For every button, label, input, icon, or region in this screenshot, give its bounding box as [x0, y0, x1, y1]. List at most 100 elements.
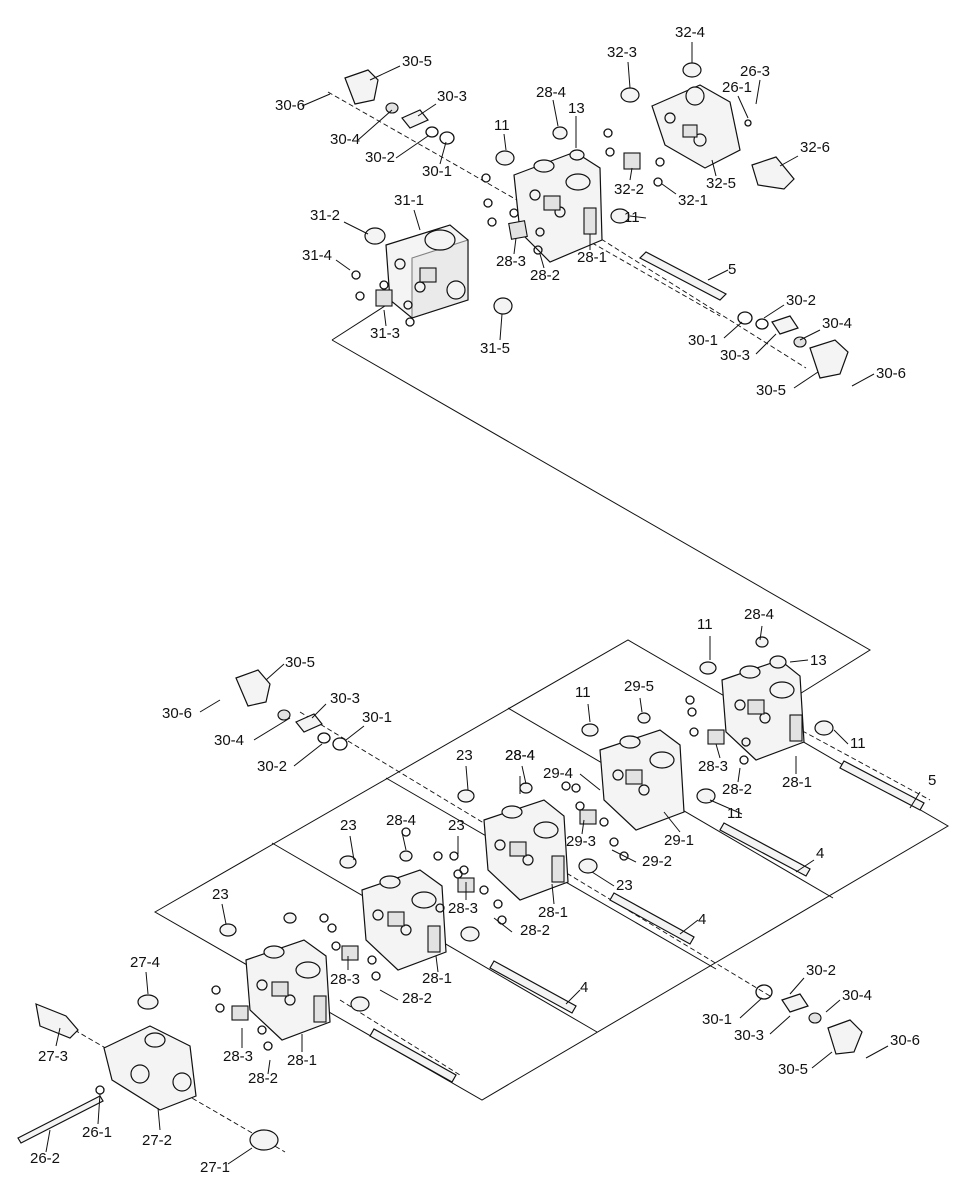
part-label: 4: [580, 979, 588, 996]
leader-line: [267, 1059, 271, 1075]
leader-line: [799, 329, 821, 341]
leader-line: [227, 1147, 253, 1165]
leader-line: [789, 659, 809, 663]
part-label: 31-4: [302, 247, 332, 264]
o-ring: [215, 1003, 225, 1013]
leader-line: [579, 773, 601, 791]
part-label: 4: [816, 845, 824, 862]
part-label: 30-2: [786, 292, 816, 309]
leader-line: [349, 835, 355, 861]
part-label: 28-1: [287, 1052, 317, 1069]
part-label: 28-3: [330, 971, 360, 988]
part-label: 28-2: [722, 781, 752, 798]
o-ring: [685, 695, 695, 705]
part-label: 26-1: [82, 1124, 112, 1141]
part-label: 32-6: [800, 139, 830, 156]
part-label: 13: [568, 100, 585, 117]
o-ring: [435, 903, 445, 913]
end-block-27-2: [103, 1025, 197, 1111]
part-label: 27-1: [200, 1159, 230, 1176]
leader-line: [661, 183, 677, 195]
part-label: 11: [850, 735, 866, 752]
bottom-section-29-1: [599, 729, 685, 831]
part-label: 32-3: [607, 44, 637, 61]
leader-line: [503, 133, 507, 151]
part-label: 29-1: [664, 832, 694, 849]
part-label: 31-5: [480, 340, 510, 357]
part-label: 32-4: [675, 24, 705, 41]
o-ring: [401, 827, 411, 837]
leader-line: [157, 1107, 161, 1131]
part-label: 28-3: [698, 758, 728, 775]
leader-line: [221, 903, 227, 925]
part-label: 5: [928, 772, 936, 789]
part-label: 23: [456, 747, 473, 764]
part-label: 11: [494, 117, 510, 134]
leader-line: [357, 109, 393, 141]
part-label: 31-1: [394, 192, 424, 209]
part-label: 5: [728, 261, 736, 278]
leader-line: [565, 989, 581, 1005]
part-label: 26-1: [722, 79, 752, 96]
leader-line: [369, 65, 401, 81]
leader-line: [755, 333, 777, 355]
o-ring: [609, 837, 619, 847]
leader-line: [551, 883, 555, 905]
leader-line: [909, 791, 921, 809]
o-ring: [433, 851, 443, 861]
leader-line: [851, 373, 875, 387]
part-label: 11: [575, 684, 591, 701]
leader-line: [335, 259, 351, 271]
leader-line: [789, 977, 805, 995]
leader-line: [97, 1093, 101, 1125]
part-label: 23: [448, 817, 465, 834]
part-label: 30-1: [422, 163, 452, 180]
part-label: 26-2: [30, 1150, 60, 1167]
leader-line: [811, 1051, 833, 1069]
part-label: 11: [697, 616, 713, 633]
part-label: 30-4: [842, 987, 872, 1004]
leader-line: [715, 743, 721, 759]
leader-line: [293, 743, 323, 767]
part-label: 28-1: [577, 249, 607, 266]
top-o-rings: [351, 119, 752, 327]
part-label: 27-2: [142, 1132, 172, 1149]
part-label: 30-2: [257, 758, 287, 775]
leader-line: [539, 253, 545, 269]
part-label: 28-2: [248, 1070, 278, 1087]
o-ring: [449, 851, 459, 861]
leader-line: [379, 989, 399, 1001]
leader-line: [439, 141, 447, 165]
o-ring: [263, 1041, 273, 1051]
o-ring: [493, 899, 503, 909]
leader-line: [499, 313, 503, 341]
leader-line: [521, 765, 527, 785]
leader-line: [825, 999, 841, 1013]
part-label: 32-5: [706, 175, 736, 192]
leader-line: [383, 309, 387, 327]
part-label: 23: [340, 817, 357, 834]
o-ring: [741, 737, 751, 747]
o-ring: [619, 851, 629, 861]
o-ring: [257, 1025, 267, 1035]
leader-line: [145, 971, 149, 995]
leader-line: [663, 811, 681, 833]
part-label: 28-3: [223, 1048, 253, 1065]
part-label: 30-5: [756, 382, 786, 399]
part-label: 32-2: [614, 181, 644, 198]
o-ring: [575, 801, 585, 811]
part-label: 28-1: [422, 970, 452, 987]
part-label: 31-2: [310, 207, 340, 224]
assembly-axes: [39, 91, 931, 1153]
leader-line: [417, 103, 437, 117]
part-label: 28-3: [448, 900, 478, 917]
part-label: 28-4: [536, 84, 566, 101]
valve-section-top-28-1: [513, 151, 603, 263]
part-label: 30-3: [720, 347, 750, 364]
leader-line: [311, 703, 327, 719]
part-label: 26-3: [740, 63, 770, 80]
leader-line: [611, 849, 637, 863]
leader-line: [679, 919, 699, 935]
part-label: 23: [616, 877, 633, 894]
